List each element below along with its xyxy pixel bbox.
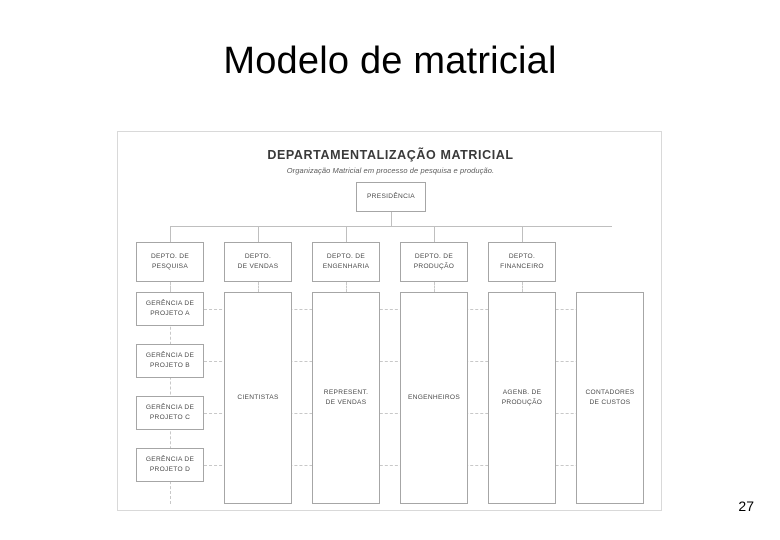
node-departamento-pesquisa: DEPTO. DE PESQUISA <box>136 242 204 282</box>
node-coluna-contadores-custos: CONTADORES DE CUSTOS <box>576 292 644 504</box>
connector-project-spine <box>170 282 171 504</box>
connector-dept-5-to-column <box>522 282 523 292</box>
diagram-subtitle: Organização Matricial em processo de pes… <box>286 166 495 175</box>
node-departamento-financeiro: DEPTO. FINANCEIRO <box>488 242 556 282</box>
node-coluna-agentes-producao-label: AGENB. DE PRODUÇÃO <box>501 389 543 406</box>
connector-dept-2-to-column <box>258 282 259 292</box>
connector-dept-3-down <box>346 226 347 242</box>
node-coluna-engenheiros: ENGENHEIROS <box>400 292 468 504</box>
connector-dept-3-to-column <box>346 282 347 292</box>
connector-department-bus <box>170 226 612 227</box>
connector-dept-1-down <box>170 226 171 242</box>
connector-dept-2-down <box>258 226 259 242</box>
node-presidencia-label: PRESIDÊNCIA <box>366 193 415 201</box>
node-coluna-contadores-custos-label: CONTADORES DE CUSTOS <box>585 389 635 406</box>
diagram-container: DEPARTAMENTALIZAÇÃO MATRICIAL Organizaçã… <box>117 131 662 511</box>
node-coluna-engenheiros-label: ENGENHEIROS <box>407 394 461 402</box>
node-coluna-representantes-vendas: REPRESENT. DE VENDAS <box>312 292 380 504</box>
node-departamento-producao: DEPTO. DE PRODUÇÃO <box>400 242 468 282</box>
node-gerencia-projeto-b-label: GERÊNCIA DE PROJETO B <box>145 352 195 369</box>
node-coluna-representantes-vendas-label: REPRESENT. DE VENDAS <box>323 389 369 406</box>
node-gerencia-projeto-b: GERÊNCIA DE PROJETO B <box>136 344 204 378</box>
node-departamento-pesquisa-label: DEPTO. DE PESQUISA <box>150 253 190 270</box>
node-departamento-producao-label: DEPTO. DE PRODUÇÃO <box>413 253 455 270</box>
connector-dept-5-down <box>522 226 523 242</box>
node-gerencia-projeto-a: GERÊNCIA DE PROJETO A <box>136 292 204 326</box>
node-departamento-financeiro-label: DEPTO. FINANCEIRO <box>500 253 544 270</box>
node-gerencia-projeto-c-label: GERÊNCIA DE PROJETO C <box>145 404 195 421</box>
connector-dept-4-to-column <box>434 282 435 292</box>
node-departamento-engenharia-label: DEPTO. DE ENGENHARIA <box>322 253 370 270</box>
node-coluna-cientistas: CIENTISTAS <box>224 292 292 504</box>
node-gerencia-projeto-d-label: GERÊNCIA DE PROJETO D <box>145 456 195 473</box>
node-gerencia-projeto-a-label: GERÊNCIA DE PROJETO A <box>145 300 195 317</box>
node-coluna-agentes-producao: AGENB. DE PRODUÇÃO <box>488 292 556 504</box>
matrix-org-chart: DEPARTAMENTALIZAÇÃO MATRICIAL Organizaçã… <box>118 132 663 512</box>
node-gerencia-projeto-d: GERÊNCIA DE PROJETO D <box>136 448 204 482</box>
node-presidencia: PRESIDÊNCIA <box>356 182 426 212</box>
slide-page-number: 27 <box>738 498 754 514</box>
node-departamento-vendas: DEPTO. DE VENDAS <box>224 242 292 282</box>
node-departamento-vendas-label: DEPTO. DE VENDAS <box>237 253 279 270</box>
connector-president-down <box>391 212 392 226</box>
diagram-title: DEPARTAMENTALIZAÇÃO MATRICIAL <box>267 148 514 162</box>
node-departamento-engenharia: DEPTO. DE ENGENHARIA <box>312 242 380 282</box>
node-gerencia-projeto-c: GERÊNCIA DE PROJETO C <box>136 396 204 430</box>
node-coluna-cientistas-label: CIENTISTAS <box>237 394 279 402</box>
page-title: Modelo de matricial <box>223 40 557 82</box>
connector-dept-4-down <box>434 226 435 242</box>
